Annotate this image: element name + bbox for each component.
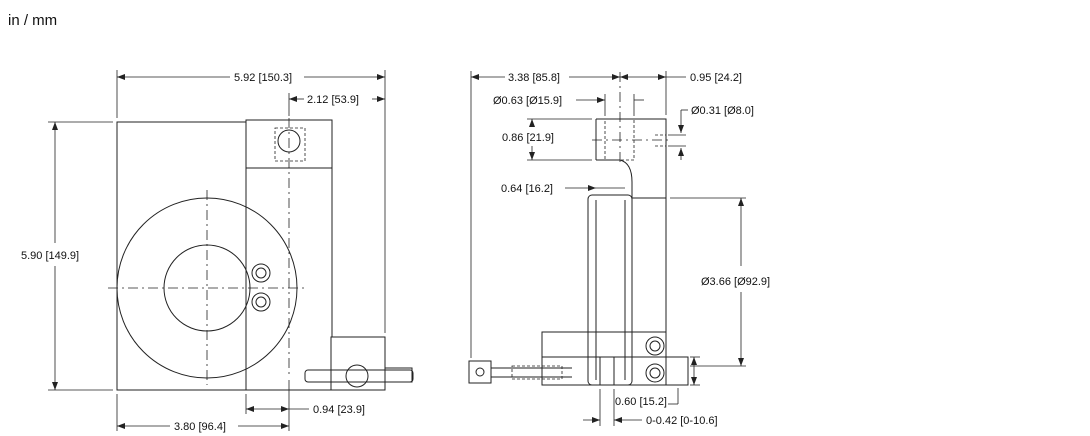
hidden-bore [274, 127, 306, 162]
clamp-handle [304, 364, 414, 388]
dim-adjust-range: 0-0.42 [0-10.6] [646, 415, 718, 427]
screw-lower [251, 292, 271, 312]
dim-clamp-offset: 2.12 [53.9] [307, 94, 359, 106]
dim-base-offset: 3.80 [96.4] [174, 421, 226, 433]
dim-overall-height: 5.90 [149.9] [21, 250, 79, 262]
clamp-body [330, 336, 386, 391]
screw-upper [251, 263, 271, 283]
dim-ring-diameter: Ø3.66 [Ø92.9] [701, 276, 770, 288]
units-label: in / mm [8, 12, 58, 29]
dim-block-height: 0.86 [21.9] [502, 132, 554, 144]
dim-overall-width: 5.92 [150.3] [234, 72, 292, 84]
side-neck-curve [619, 159, 666, 199]
adjust-rod [468, 360, 572, 384]
side-clamp-jaw [541, 356, 689, 386]
dim-slot-width: 0.64 [16.2] [501, 183, 553, 195]
side-screw-upper [645, 336, 665, 356]
dim-block-width: 0.95 [24.2] [690, 72, 742, 84]
front-body-outline [116, 119, 413, 391]
side-back-plate [596, 118, 667, 386]
front-view: 5.92 [150.3] 2.12 [53.9] 5.90 [149.9] 3.… [21, 70, 414, 433]
dim-screw-offset: 0.94 [23.9] [313, 404, 365, 416]
side-screw-lower [645, 363, 665, 383]
dim-side-depth: 3.38 [85.8] [508, 72, 560, 84]
dim-bore-diameter: Ø0.63 [Ø15.9] [493, 95, 562, 107]
side-view: 3.38 [85.8] 0.95 [24.2] Ø0.63 [Ø15.9] Ø0… [468, 71, 770, 427]
dim-small-hole: Ø0.31 [Ø8.0] [691, 105, 754, 117]
side-hidden-bore [604, 118, 635, 161]
dim-clamp-height: 0.60 [15.2] [615, 396, 667, 408]
